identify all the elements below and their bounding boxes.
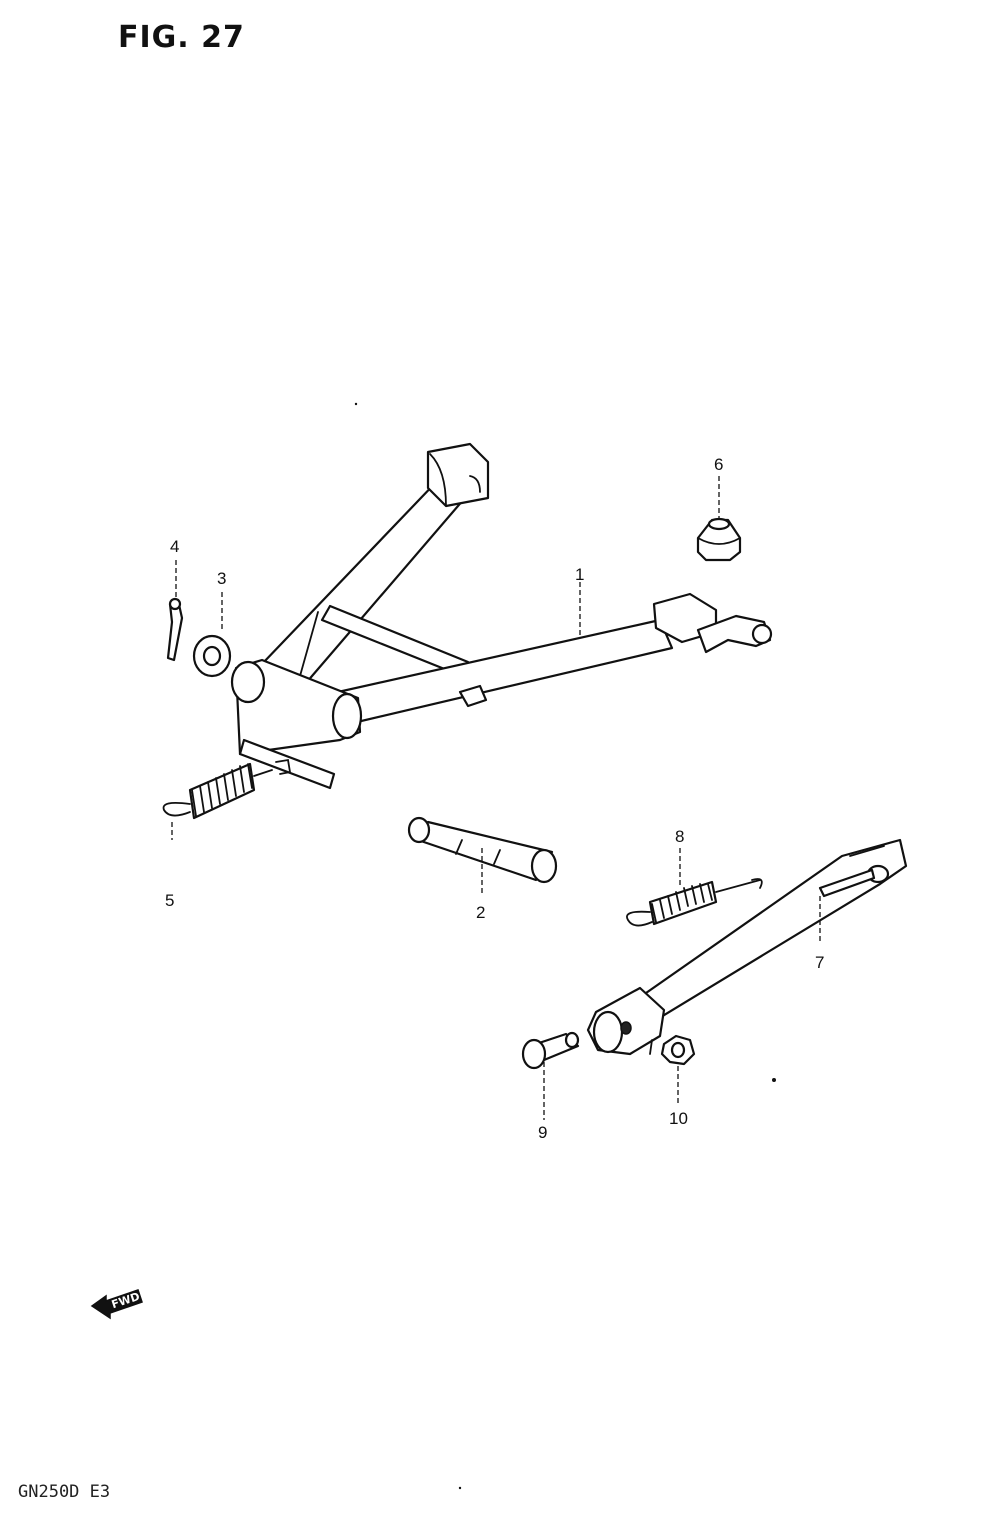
callout-10: 10 xyxy=(669,1109,688,1128)
nut-drawing xyxy=(649,1034,696,1066)
callout-3: 3 xyxy=(217,569,226,588)
callout-7: 7 xyxy=(815,953,824,972)
figure-title: FIG. 27 xyxy=(118,20,245,55)
cotter-pin-drawing xyxy=(166,597,184,662)
callout-8: 8 xyxy=(675,827,684,846)
callout-9: 9 xyxy=(538,1123,547,1142)
main-stand-drawing xyxy=(230,442,773,790)
callout-6: 6 xyxy=(714,455,723,474)
side-stand-drawing xyxy=(586,838,908,1056)
model-code: GN250D E3 xyxy=(18,1482,111,1502)
callout-4: 4 xyxy=(170,537,179,556)
callout-5: 5 xyxy=(165,891,174,910)
callout-2: 2 xyxy=(476,903,485,922)
callout-1: 1 xyxy=(575,565,584,584)
bolt-drawing xyxy=(521,1031,580,1070)
fwd-arrow-icon: FWD xyxy=(90,1289,143,1320)
washer-drawing xyxy=(192,634,232,678)
side-stand-spring-drawing xyxy=(626,878,763,927)
stand-spring-drawing xyxy=(162,758,292,820)
rubber-cap-drawing xyxy=(696,517,742,562)
